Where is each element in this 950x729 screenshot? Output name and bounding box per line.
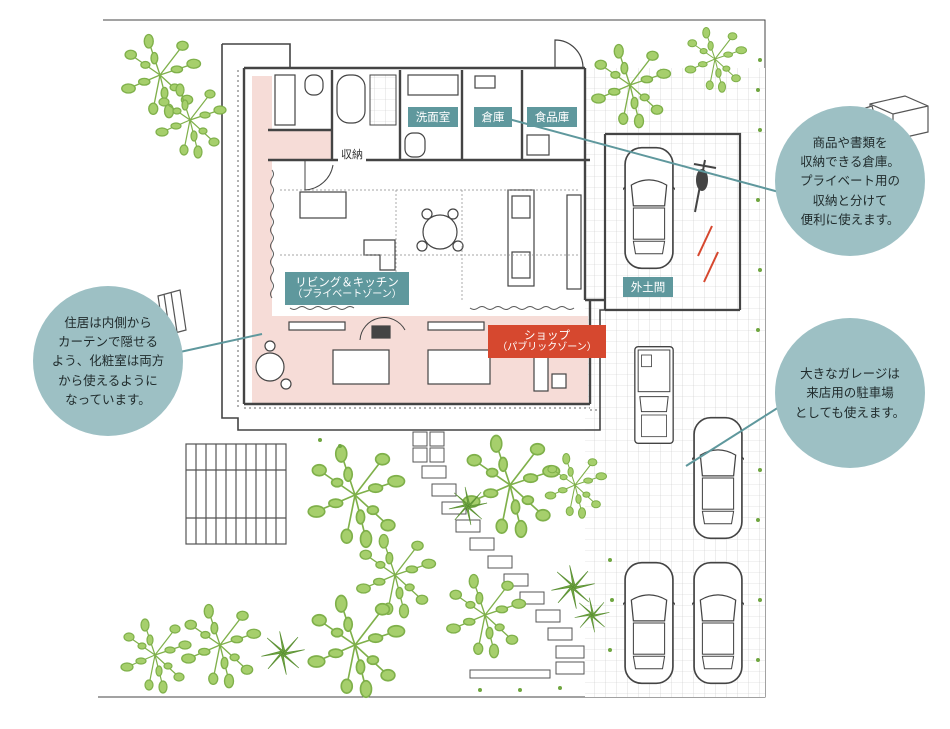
- door-swing-icon: [304, 160, 334, 191]
- shop-zone: （パブリックゾーン）: [497, 342, 597, 354]
- label-washroom: 洗面室: [408, 107, 458, 128]
- callout-storage-text: 商品や書類を 収納できる倉庫。 プライベート用の 収納と分けて 便利に使えます。: [799, 134, 900, 228]
- car-icon: [692, 561, 744, 685]
- pergola-deck: [185, 443, 287, 545]
- truck-icon: [633, 345, 675, 445]
- label-pantry: 食品庫: [527, 107, 577, 128]
- car-icon: [623, 561, 675, 685]
- label-closet: 収納: [338, 146, 366, 162]
- window-lines: [237, 70, 600, 411]
- plant-icon: [181, 603, 262, 689]
- garage-frame: [603, 132, 742, 312]
- callout-curtain-text: 住居は内側から カーテンで隠せる よう、化粧室は両方 から使えるように なってい…: [51, 314, 165, 408]
- stepping-stones: [412, 431, 585, 679]
- plant-icon: [120, 618, 192, 694]
- plant-icon: [261, 630, 305, 676]
- bathroom-fixtures: [274, 74, 550, 158]
- bicycle-icon: [697, 225, 719, 283]
- living-zone: （プライベートゾーン）: [292, 289, 402, 301]
- living-furniture: [299, 189, 582, 290]
- car-icon: [623, 146, 675, 270]
- label-living-kitchen: リビング＆キッチン （プライベートゾーン）: [285, 272, 409, 305]
- shop-title: ショップ: [524, 328, 570, 342]
- hedge-vine: [318, 58, 762, 692]
- plant-icon: [307, 444, 406, 549]
- shop-furniture: [255, 321, 567, 392]
- motorcycle-icon: [693, 159, 717, 213]
- label-shop: ショップ （パブリックゾーン）: [488, 325, 606, 358]
- callout-curtain: 住居は内側から カーテンで隠せる よう、化粧室は両方 から使えるように なってい…: [33, 286, 183, 436]
- plant-icon: [446, 573, 527, 659]
- label-storage: 倉庫: [474, 107, 512, 128]
- curtain-line: [270, 169, 575, 310]
- callout-garage: 大きなガレージは 来店用の駐車場 としても使えます。: [775, 318, 925, 468]
- label-garage: 外土間: [623, 277, 673, 298]
- callout-storage: 商品や書類を 収納できる倉庫。 プライベート用の 収納と分けて 便利に使えます。: [775, 106, 925, 256]
- shower-grid: [369, 74, 397, 126]
- callout-garage-text: 大きなガレージは 来店用の駐車場 としても使えます。: [794, 365, 906, 420]
- private-zone-fill: [252, 76, 588, 404]
- door-swing-icon: [359, 317, 406, 341]
- living-title: リビング＆キッチン: [295, 275, 399, 289]
- house-outline: [221, 43, 605, 431]
- car-icon: [692, 416, 744, 540]
- living-grid: [280, 189, 580, 300]
- door-swing-icon: [554, 39, 584, 69]
